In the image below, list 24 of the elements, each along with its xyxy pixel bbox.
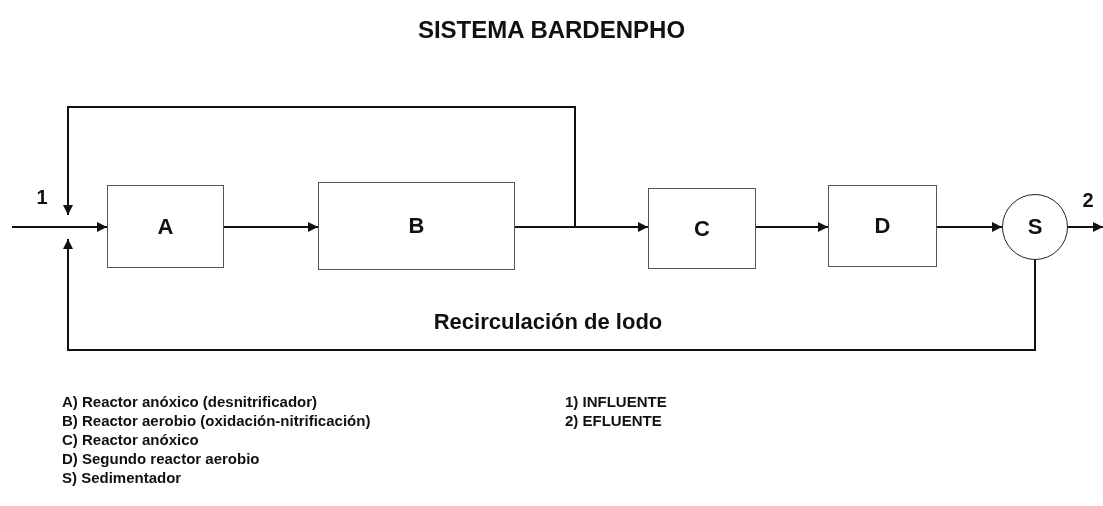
diagram-title: SISTEMA BARDENPHO [416,16,687,44]
node-label: D [874,213,891,239]
reactor-box [107,185,224,268]
node-label: S [1027,214,1043,240]
flow-arrow [63,238,1036,351]
reactor-box [648,188,756,269]
flow-arrow [11,222,108,232]
flow-arrow [755,222,829,232]
node-label: B [408,213,425,239]
reactor-box [828,185,937,267]
reactor-box [318,182,515,270]
flow-arrow [223,222,319,232]
flow-arrow [63,106,576,228]
node-label: C [694,215,710,242]
legend-note: B) Reactor aerobio (oxidación-nitrificación) [62,412,371,429]
legend-note: A) Reactor anóxico (desnitrificador) [62,393,318,410]
legend-note: 1) INFLUENTE [565,393,667,410]
legend-note: C) Reactor anóxico [62,431,199,448]
legend-note: 2) EFLUENTE [565,412,662,429]
legend-note: S) Sedimentador [62,469,182,486]
flow-arrow [1067,222,1103,232]
legend-note: D) Segundo reactor aerobio [62,450,260,467]
node-label: A [157,213,174,240]
flow-arrow [936,222,1003,232]
